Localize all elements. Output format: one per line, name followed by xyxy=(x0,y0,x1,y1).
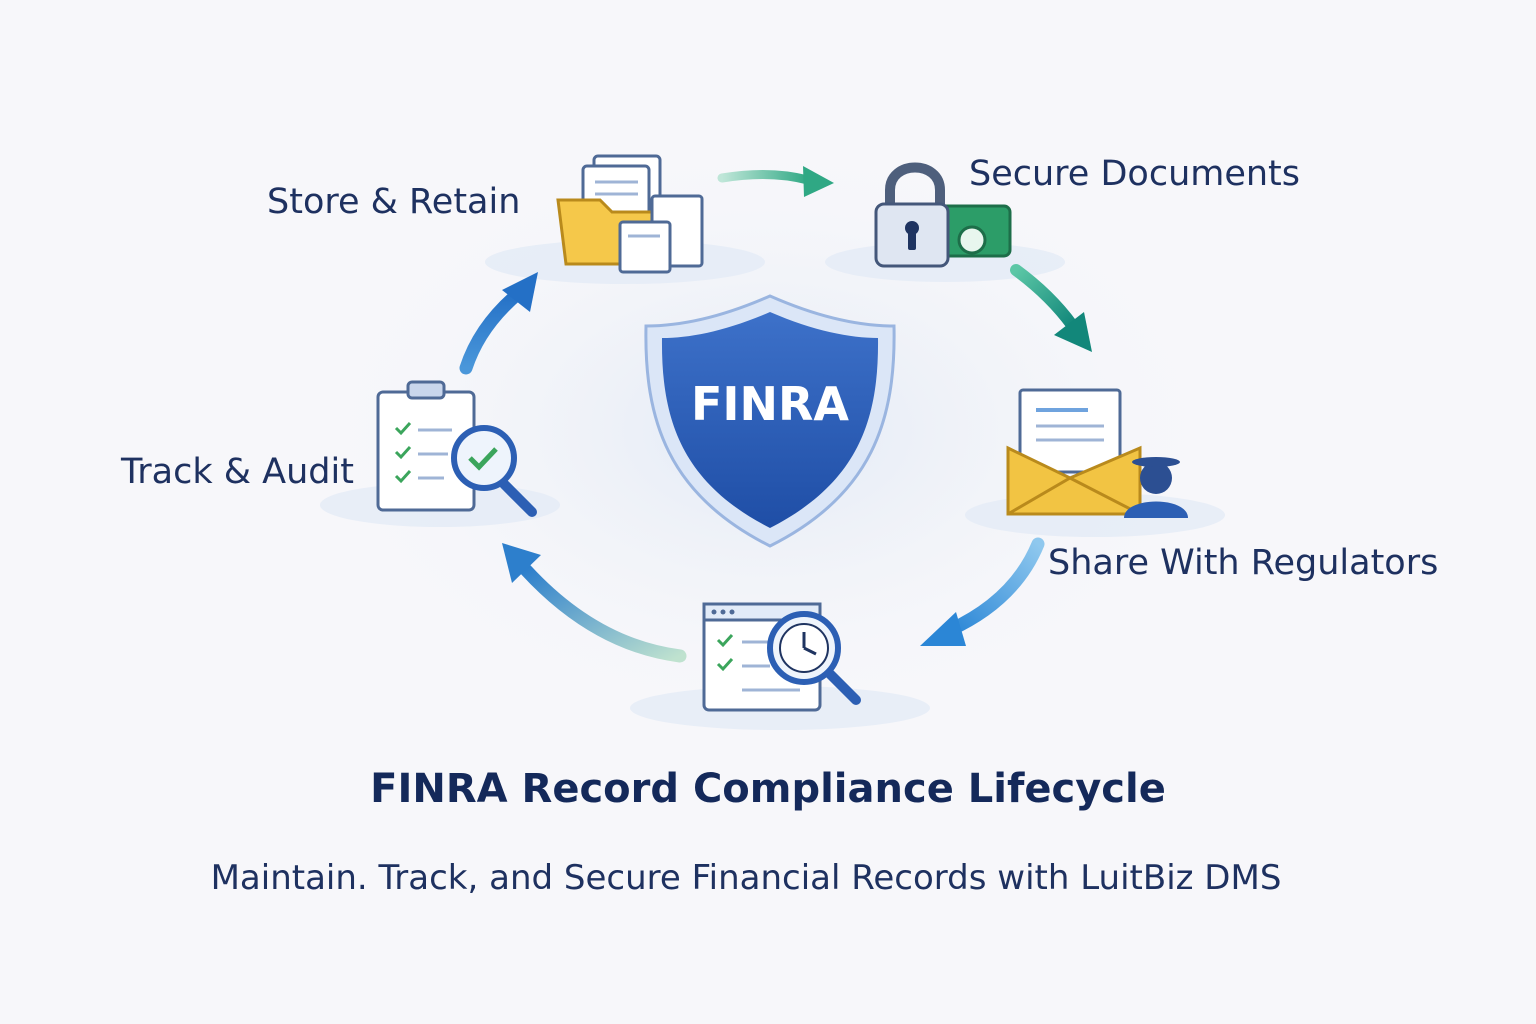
arrow-share-to-track xyxy=(920,537,1045,646)
finra-shield-icon: FINRA xyxy=(644,294,896,548)
arrow-track-to-audit xyxy=(502,543,687,663)
folder-documents-icon xyxy=(556,154,704,274)
envelope-regulator-icon xyxy=(1006,388,1188,518)
padlock-cash-icon xyxy=(874,162,1012,268)
arrow-audit-to-store xyxy=(459,272,538,375)
step-label-track-audit: Track & Audit xyxy=(121,452,354,492)
arrow-store-to-secure xyxy=(717,166,834,197)
checklist-clock-magnifier-icon xyxy=(702,602,861,712)
diagram-subtitle: Maintain. Track, and Secure Financial Re… xyxy=(210,858,1282,898)
clipboard-audit-icon xyxy=(376,380,537,517)
shield-label: FINRA xyxy=(691,377,849,431)
step-label-store-retain: Store & Retain xyxy=(267,182,521,222)
arrow-secure-to-share xyxy=(1010,264,1092,352)
diagram-title: FINRA Record Compliance Lifecycle xyxy=(370,766,1166,812)
step-label-share-with-regulators: Share With Regulators xyxy=(1048,543,1439,583)
step-label-secure-documents: Secure Documents xyxy=(969,154,1301,194)
